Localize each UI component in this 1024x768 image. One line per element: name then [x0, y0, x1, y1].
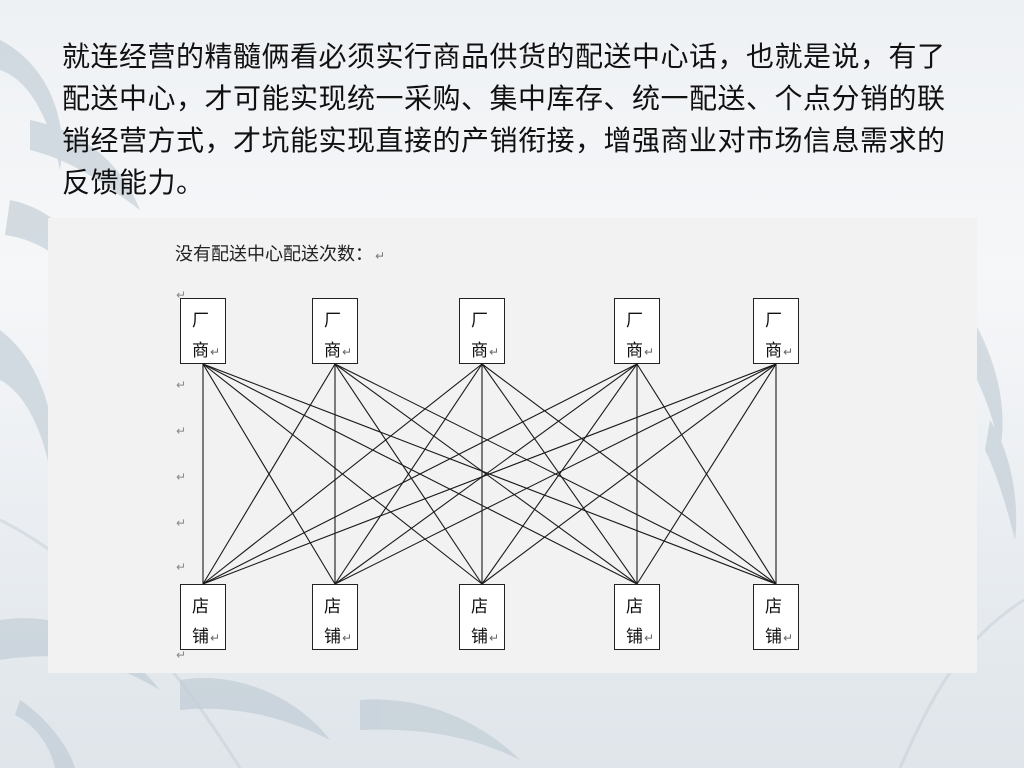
manufacturer-node: 厂 商↵	[180, 298, 226, 364]
connection-line	[636, 363, 777, 585]
paragraph-mark: ↵	[176, 648, 187, 662]
paragraph-mark: ↵	[176, 516, 187, 530]
diagram-caption: 没有配送中心配送次数：↵	[175, 244, 386, 265]
connection-lines	[202, 363, 777, 585]
paragraph-mark: ↵	[176, 560, 187, 574]
connection-line	[334, 363, 777, 585]
store-node: 店 铺↵	[614, 584, 660, 650]
distribution-diagram: 没有配送中心配送次数：↵ ↵ ↵ ↵ ↵ ↵ ↵ ↵ 厂 商↵ 厂 商↵ 厂 商…	[48, 218, 977, 673]
manufacturer-node: 厂 商↵	[312, 298, 358, 364]
manufacturer-node: 厂 商↵	[614, 298, 660, 364]
paragraph-mark: ↵	[176, 288, 187, 302]
manufacturer-node: 厂 商↵	[459, 298, 505, 364]
store-node: 店 铺↵	[459, 584, 505, 650]
paragraph-mark: ↵	[176, 424, 187, 438]
paragraph-mark: ↵	[176, 470, 187, 484]
connection-line	[202, 363, 638, 585]
store-node: 店 铺↵	[180, 584, 226, 650]
manufacturer-node: 厂 商↵	[753, 298, 799, 364]
connection-line	[202, 363, 777, 585]
store-node: 店 铺↵	[312, 584, 358, 650]
paragraph-mark: ↵	[176, 378, 187, 392]
body-paragraph: 就连经营的精髓俩看必须实行商品供货的配送中心话，也就是说，有了配送中心，才可能实…	[62, 40, 946, 199]
connection-line	[481, 363, 638, 585]
connection-line	[481, 363, 777, 585]
connection-line	[334, 363, 483, 585]
connection-line	[202, 363, 483, 585]
connection-line	[334, 363, 638, 585]
store-node: 店 铺↵	[753, 584, 799, 650]
connection-line	[202, 363, 336, 585]
